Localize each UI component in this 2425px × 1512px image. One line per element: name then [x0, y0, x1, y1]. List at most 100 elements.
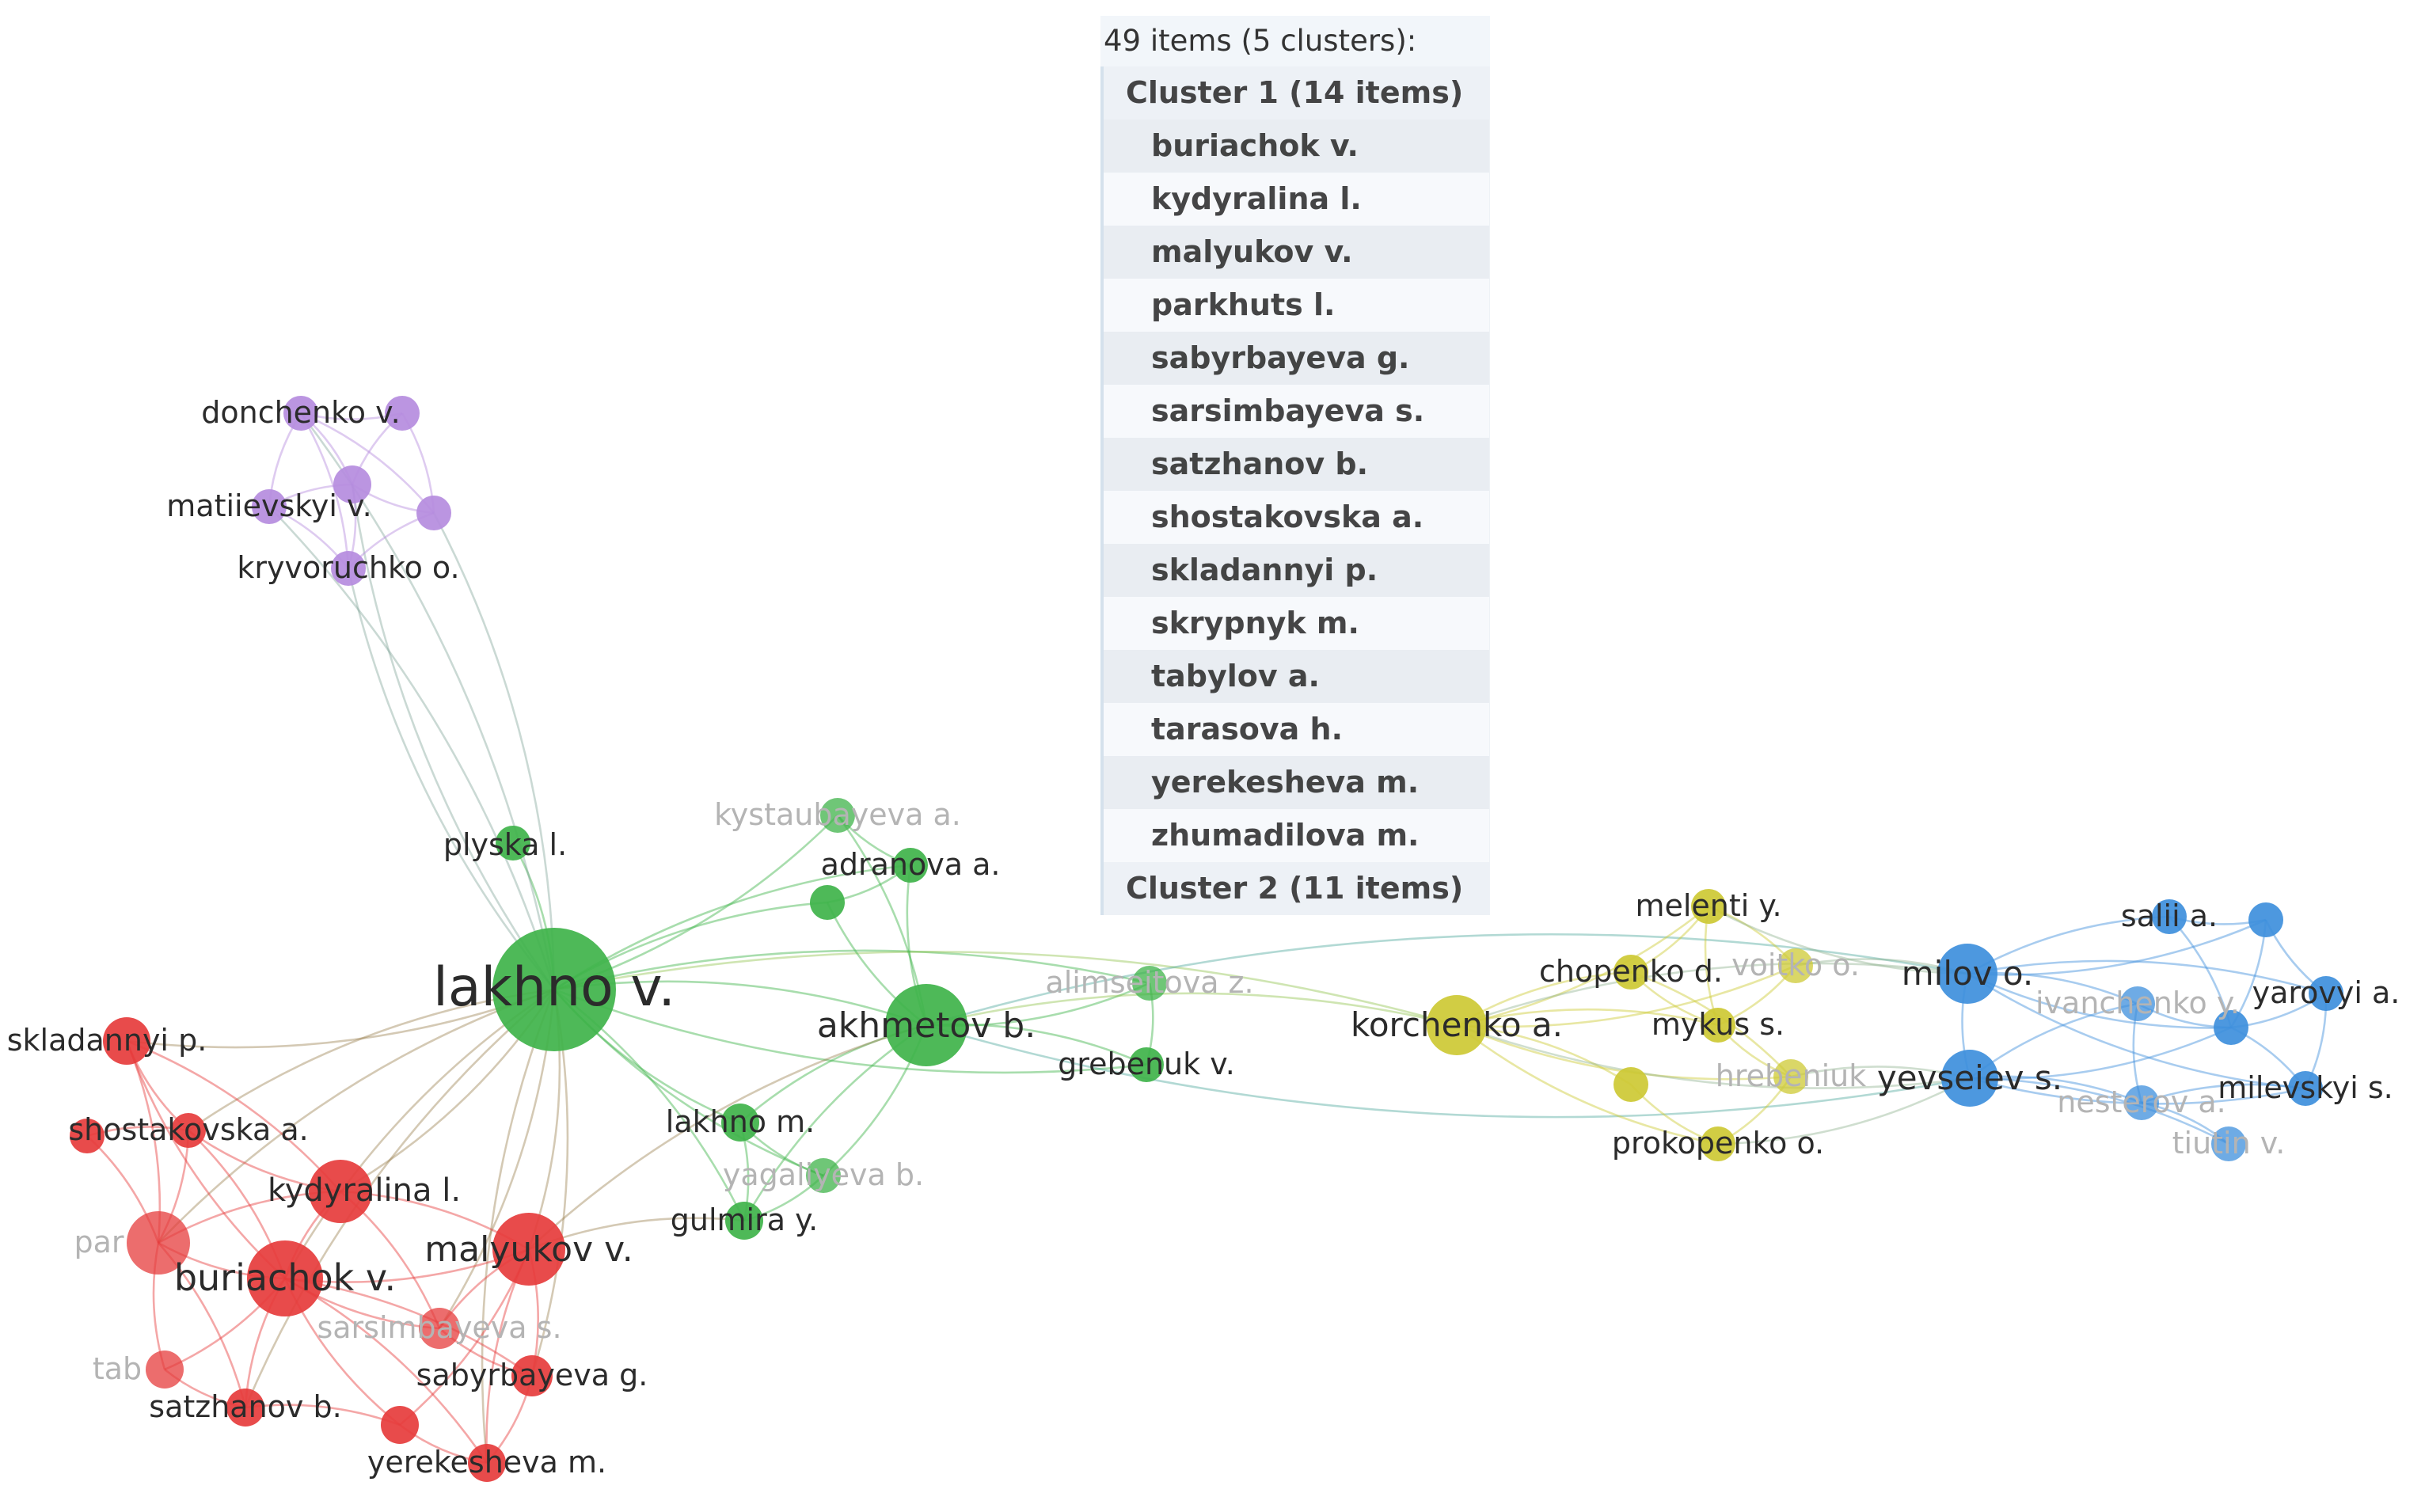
- author-node-purple-top[interactable]: [385, 396, 420, 431]
- author-node-red-left-small[interactable]: [70, 1119, 105, 1153]
- co-authorship-link: [926, 933, 1968, 1027]
- cluster-list-item[interactable]: skrypnyk m.: [1151, 606, 1359, 640]
- cluster-list-item[interactable]: sabyrbayeva g.: [1104, 332, 1489, 385]
- author-node-hrebeniuk[interactable]: [1773, 1059, 1808, 1094]
- co-authorship-link: [245, 1404, 401, 1427]
- author-node-blue-top-right[interactable]: [2248, 902, 2283, 937]
- author-label-tabylov-a: tab: [93, 1351, 142, 1386]
- co-authorship-link: [926, 992, 1458, 1027]
- cluster-heading[interactable]: Cluster 1 (14 items): [1104, 66, 1489, 120]
- author-node-korchenko-a[interactable]: [1427, 995, 1487, 1055]
- author-label-milov-o: milov o.: [1902, 954, 2033, 993]
- cluster-list-item[interactable]: yerekesheva m.: [1104, 756, 1489, 809]
- cluster-list-item[interactable]: sarsimbayeva s.: [1151, 393, 1425, 428]
- co-authorship-link: [1456, 1024, 1971, 1089]
- author-node-kryvoruchko-o[interactable]: [331, 551, 366, 586]
- author-node-gulmira-y[interactable]: [725, 1202, 763, 1240]
- cluster-list-item[interactable]: buriachok v.: [1104, 120, 1489, 173]
- author-node-chopenko-d[interactable]: [1613, 955, 1648, 990]
- author-node-satzhanov-b[interactable]: [226, 1389, 264, 1427]
- author-label-plyska-l: plyska l.: [443, 827, 567, 862]
- author-node-nesterov[interactable]: [2124, 1085, 2159, 1120]
- author-node-matiievskyi-v[interactable]: [252, 489, 287, 524]
- author-label-adranova-a: adranova a.: [821, 847, 1001, 882]
- author-label-nesterov: nesterov a.: [2057, 1085, 2226, 1119]
- author-label-yagaliyeva-b: yagaliyeva b.: [723, 1157, 924, 1192]
- co-authorship-link: [126, 1039, 341, 1192]
- cluster-list-item[interactable]: shostakovska a.: [1151, 500, 1424, 534]
- cluster-list-item[interactable]: parkhuts l.: [1151, 287, 1336, 322]
- author-label-skladannyi-p: skladannyi p.: [7, 1023, 207, 1058]
- author-node-blue-center[interactable]: [2214, 1010, 2248, 1045]
- author-node-prokopenko-o[interactable]: [1701, 1126, 1735, 1161]
- cluster-list[interactable]: Cluster 1 (14 items) buriachok v. kydyra…: [1100, 66, 1490, 915]
- co-authorship-link: [351, 484, 556, 990]
- author-node-melenti-y[interactable]: [1691, 889, 1726, 924]
- author-node-adranova-a[interactable]: [893, 848, 928, 883]
- author-node-purple-faded[interactable]: [416, 496, 451, 530]
- co-authorship-link: [432, 512, 556, 990]
- author-node-voitko-o[interactable]: [1778, 948, 1813, 983]
- co-authorship-link: [158, 988, 555, 1244]
- author-label-gulmira-y: gulmira y.: [671, 1202, 818, 1237]
- author-node-grebenuk-v[interactable]: [1129, 1047, 1164, 1082]
- author-node-skladannyi-p[interactable]: [103, 1017, 150, 1065]
- author-node-tiutin-v[interactable]: [2211, 1126, 2246, 1161]
- author-node-yagaliyeva-b[interactable]: [806, 1158, 841, 1193]
- author-node-kydyralina-l[interactable]: [309, 1160, 372, 1223]
- author-node-yellow-faded[interactable]: [1613, 1067, 1648, 1102]
- author-node-sarsimbayeva-s[interactable]: [419, 1308, 460, 1349]
- co-authorship-link: [1967, 972, 2306, 1090]
- author-node-salii-a[interactable]: [2152, 899, 2187, 934]
- cluster-heading[interactable]: Cluster 2 (11 items): [1104, 862, 1489, 915]
- author-label-melenti-y: melenti y.: [1635, 888, 1781, 923]
- cluster-list-item[interactable]: tabylov a.: [1104, 650, 1489, 703]
- author-node-ivanchenko[interactable]: [2120, 986, 2155, 1021]
- co-authorship-link: [1456, 962, 1968, 1027]
- author-label-kystaubayeva-a: kystaubayeva a.: [714, 797, 961, 832]
- author-label-akhmetov-b: akhmetov b.: [817, 1005, 1036, 1046]
- author-node-mykus-s[interactable]: [1701, 1008, 1735, 1043]
- author-node-milov-o[interactable]: [1937, 944, 1997, 1004]
- author-node-sabyrbayeva-g[interactable]: [511, 1355, 553, 1396]
- author-node-purple-center[interactable]: [333, 465, 371, 503]
- author-label-salii-a: salii a.: [2121, 898, 2218, 933]
- network-nodes: [70, 396, 2343, 1482]
- author-node-akhmetov-b[interactable]: [885, 984, 967, 1066]
- author-node-shostakovska-a[interactable]: [171, 1113, 206, 1148]
- author-node-green-unlabeled[interactable]: [810, 885, 845, 920]
- author-node-tabylov-a[interactable]: [146, 1351, 184, 1389]
- author-label-korchenko-a: korchenko a.: [1351, 1005, 1563, 1044]
- co-authorship-link: [1969, 1026, 2232, 1081]
- author-node-yerekesheva-m[interactable]: [468, 1444, 506, 1482]
- author-label-shostakovska-a: shostakovska a.: [68, 1112, 308, 1147]
- author-node-alimseitova-z[interactable]: [1132, 966, 1167, 1001]
- author-node-parkhuts-l[interactable]: [127, 1211, 190, 1275]
- author-node-plyska-l[interactable]: [496, 826, 530, 860]
- author-node-yevseiev-s[interactable]: [1941, 1050, 1998, 1107]
- author-node-kystaubayeva-a[interactable]: [820, 798, 855, 833]
- cluster-list-item[interactable]: kydyralina l.: [1151, 181, 1362, 216]
- author-label-satzhanov-b: satzhanov b.: [149, 1389, 341, 1424]
- cluster-list-item[interactable]: satzhanov b.: [1104, 438, 1489, 491]
- author-label-yevseiev-s: yevseiev s.: [1877, 1058, 2062, 1097]
- author-node-buriachok-v[interactable]: [247, 1240, 323, 1316]
- author-node-yarovyi-a[interactable]: [2309, 976, 2343, 1011]
- author-label-yerekesheva-m: yerekesheva m.: [367, 1445, 606, 1480]
- author-node-lakhno-m[interactable]: [721, 1104, 759, 1142]
- co-authorship-link: [125, 1040, 286, 1279]
- co-authorship-link: [528, 1024, 927, 1250]
- author-label-lakhno-m: lakhno m.: [666, 1104, 815, 1139]
- cluster-list-item[interactable]: malyukov v.: [1104, 226, 1489, 279]
- cluster-list-item[interactable]: zhumadilova m.: [1151, 818, 1420, 853]
- author-label-malyukov-v: malyukov v.: [424, 1229, 633, 1270]
- author-label-donchenko-v: donchenko v.: [201, 395, 401, 430]
- cluster-list-item[interactable]: tarasova h.: [1151, 712, 1344, 747]
- author-node-lakhno-v[interactable]: [492, 928, 616, 1051]
- author-node-donchenko-v[interactable]: [283, 396, 318, 431]
- author-node-malyukov-v[interactable]: [492, 1213, 565, 1286]
- cluster-list-item[interactable]: skladannyi p.: [1104, 544, 1489, 597]
- author-node-milevskyi-s[interactable]: [2288, 1071, 2323, 1106]
- panel-header: 49 items (5 clusters):: [1100, 16, 1490, 66]
- author-node-red-bottom-small[interactable]: [381, 1406, 419, 1444]
